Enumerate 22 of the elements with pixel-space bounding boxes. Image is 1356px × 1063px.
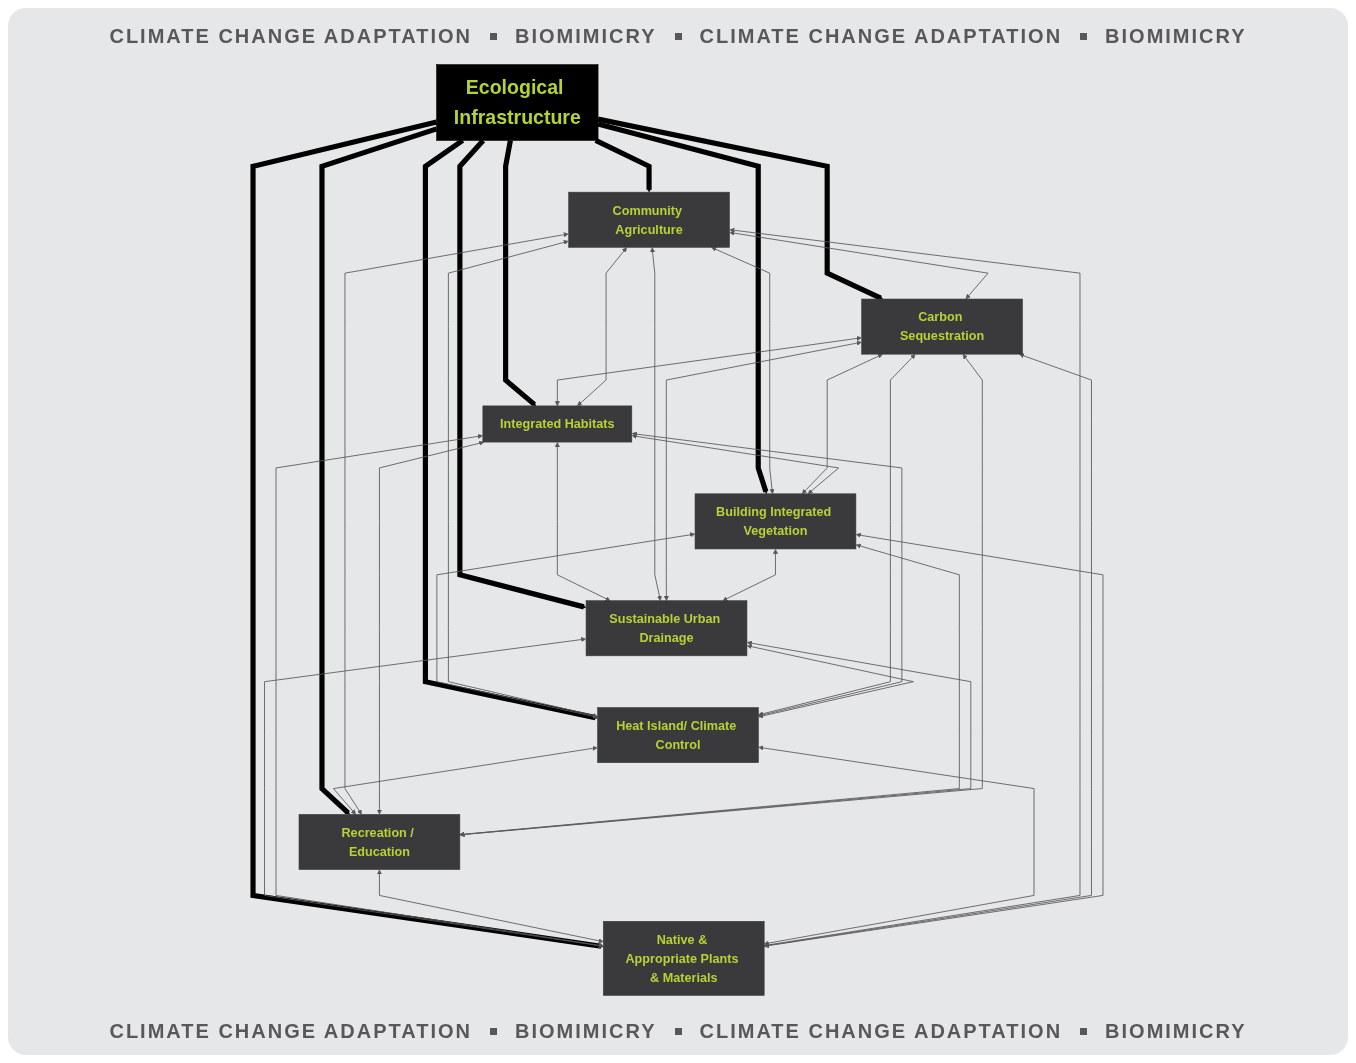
arrow bbox=[319, 126, 438, 815]
frame-text: CLIMATE CHANGE ADAPTATION bbox=[699, 1019, 1063, 1043]
arrow bbox=[597, 121, 769, 495]
node-box: Integrated Habitats bbox=[482, 405, 633, 443]
frame-text: CLIMATE CHANGE ADAPTATION bbox=[699, 24, 1063, 48]
node-box: Community Agriculture bbox=[568, 191, 730, 248]
arrow bbox=[503, 139, 537, 407]
node-box: Sustainable Urban Drainage bbox=[585, 600, 748, 657]
frame-text: BIOMIMICRY bbox=[1105, 24, 1247, 48]
frame-text: CLIMATE CHANGE ADAPTATION bbox=[109, 24, 472, 48]
node-box: Carbon Sequestration bbox=[861, 298, 1023, 355]
frame-text: BIOMIMICRY bbox=[515, 24, 657, 48]
arrow bbox=[594, 138, 652, 193]
node-box: Building Integrated Vegetation bbox=[694, 493, 857, 550]
frame-text: CLIMATE CHANGE ADAPTATION bbox=[109, 1019, 472, 1043]
frame-text: BIOMIMICRY bbox=[515, 1019, 657, 1043]
node-box: Recreation / Education bbox=[298, 814, 461, 870]
node-box: Ecological Infrastructure bbox=[436, 64, 599, 141]
frame-text: BIOMIMICRY bbox=[1105, 1019, 1247, 1043]
node-box: Heat Island/ Climate Control bbox=[597, 707, 759, 763]
node-box: Native & Appropriate Plants & Materials bbox=[603, 921, 765, 996]
arrow bbox=[597, 116, 883, 301]
